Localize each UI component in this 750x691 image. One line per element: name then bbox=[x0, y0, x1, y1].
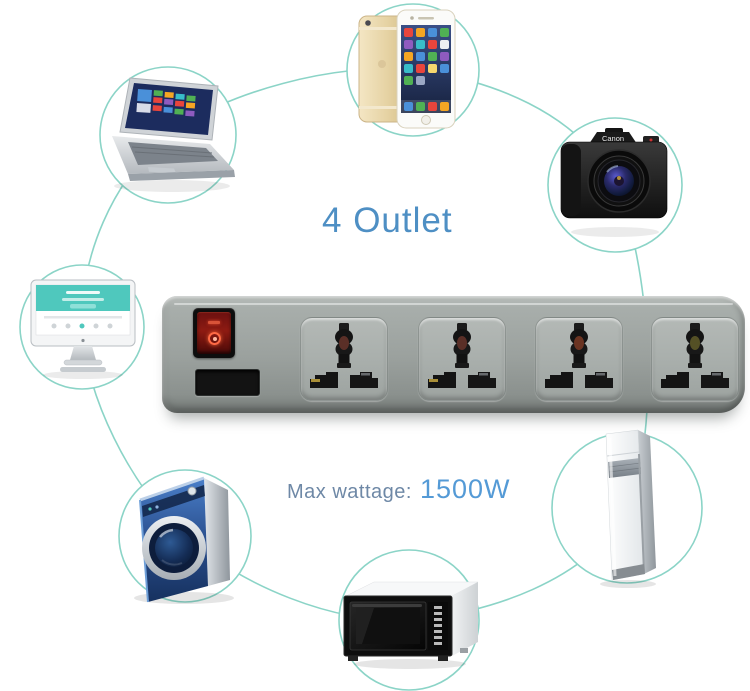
power-switch bbox=[193, 308, 235, 358]
microwave-image bbox=[343, 581, 479, 669]
wattage-label: Max wattage: bbox=[287, 481, 412, 503]
camera-grip bbox=[561, 144, 581, 216]
air-conditioner-image bbox=[600, 429, 656, 588]
laptop-image bbox=[112, 77, 235, 192]
socket-holes-icon bbox=[661, 323, 729, 388]
windows-tiles bbox=[136, 89, 196, 117]
universal-socket-1 bbox=[300, 317, 388, 401]
smartphone-image bbox=[358, 9, 456, 129]
power-strip bbox=[162, 296, 745, 413]
switch-line-mark bbox=[208, 321, 220, 324]
washing-machine-image bbox=[134, 476, 234, 604]
camera-image: Canon bbox=[560, 128, 668, 237]
power-switch-rocker bbox=[197, 312, 231, 354]
socket-holes-icon bbox=[545, 323, 613, 388]
socket-holes-icon bbox=[428, 323, 496, 388]
monitor-image bbox=[30, 279, 136, 379]
universal-socket-3 bbox=[535, 317, 623, 401]
ac-vent-band bbox=[608, 458, 641, 478]
socket-holes-icon bbox=[310, 323, 378, 388]
universal-socket-4 bbox=[651, 317, 739, 401]
universal-socket-2 bbox=[418, 317, 506, 401]
indicator-window bbox=[195, 369, 260, 396]
laptop-keyboard bbox=[128, 142, 218, 165]
camera-brand-text: Canon bbox=[602, 134, 624, 143]
wattage-value: 1500W bbox=[419, 474, 511, 504]
app-grid bbox=[404, 28, 449, 85]
strip-top-seam bbox=[174, 303, 733, 305]
switch-ring-mark bbox=[208, 332, 221, 345]
wattage-note: Max wattage: 1500W bbox=[287, 474, 511, 505]
laptop-touchpad bbox=[148, 167, 176, 173]
page-title: 4 Outlet bbox=[322, 201, 453, 240]
